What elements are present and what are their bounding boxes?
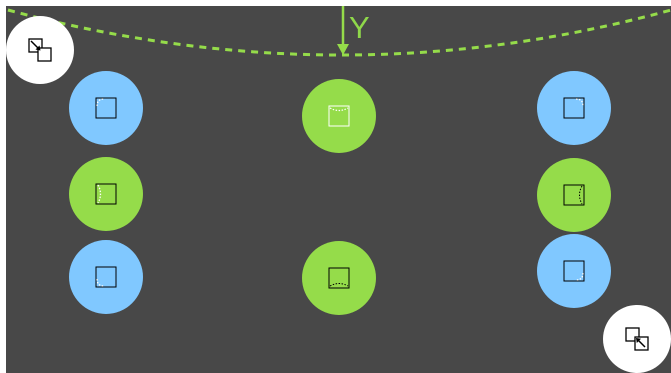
- square-corner-top-left-icon: [95, 97, 117, 119]
- corner-radius-bottom-right-handle[interactable]: [537, 234, 611, 308]
- square-edge-left-icon: [95, 183, 117, 205]
- square-edge-top-icon: [328, 105, 350, 127]
- square-edge-bottom-icon: [328, 267, 350, 289]
- edge-curve-left-handle[interactable]: [69, 157, 143, 231]
- square-edge-right-icon: [563, 184, 585, 206]
- corner-radius-top-right-handle[interactable]: [537, 71, 611, 145]
- y-axis-label: Y: [349, 10, 370, 45]
- edge-curve-top-handle[interactable]: [302, 79, 376, 153]
- corner-radius-bottom-left-handle[interactable]: [69, 240, 143, 314]
- square-corner-top-right-icon: [563, 97, 585, 119]
- square-corner-bottom-left-icon: [95, 266, 117, 288]
- resize-se-icon: [625, 327, 649, 351]
- edge-curve-right-handle[interactable]: [537, 158, 611, 232]
- resize-bottom-right-button[interactable]: [603, 305, 671, 373]
- resize-nw-icon: [28, 38, 52, 62]
- square-corner-bottom-right-icon: [563, 260, 585, 282]
- edge-curve-bottom-handle[interactable]: [302, 241, 376, 315]
- resize-top-left-button[interactable]: [6, 16, 74, 84]
- corner-radius-top-left-handle[interactable]: [69, 71, 143, 145]
